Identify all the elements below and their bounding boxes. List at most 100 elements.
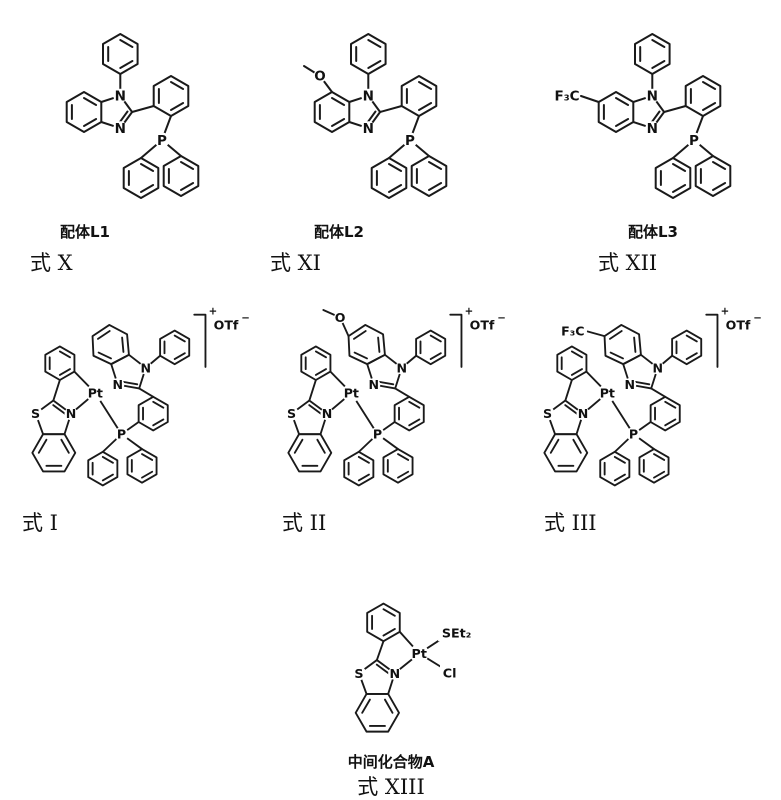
- label-mask: [438, 623, 482, 642]
- atom-label-n: N: [647, 89, 658, 105]
- label-mask: [320, 407, 334, 421]
- atom-label-p: P: [405, 133, 415, 149]
- phenyl-ring: [300, 345, 332, 381]
- charge-plus: +: [465, 306, 474, 318]
- label-mask: [686, 132, 702, 148]
- phenyl-ring: [382, 448, 414, 484]
- atom-label-n: N: [115, 121, 126, 137]
- label-mask: [626, 427, 641, 442]
- atom-label-n: N: [140, 360, 151, 375]
- imidazole-ring: [110, 353, 147, 390]
- phenyl-ring: [102, 33, 139, 75]
- intermediate-a: S N Pt SEt₂ Cl 中间化合物A 式 XIII: [278, 576, 504, 800]
- atom-label-n: N: [322, 406, 333, 421]
- atom-label-pt: Pt: [88, 386, 103, 401]
- structure-skeleton: F₃C N N P: [552, 33, 732, 199]
- atom-label-cl: Cl: [443, 665, 457, 680]
- label-mask: [598, 383, 617, 403]
- phenyl-ring: [87, 450, 119, 487]
- phenyl-ring: [343, 450, 375, 487]
- label-mask: [552, 88, 580, 103]
- benzo-ring: [597, 91, 635, 133]
- ligand-l1: N N P 配体L1 式 X: [4, 4, 236, 276]
- label-mask: [284, 406, 299, 421]
- charge-plus: +: [721, 306, 730, 318]
- phenylene-ring: [393, 395, 425, 432]
- atom-label-n: N: [624, 377, 635, 392]
- label-mask: [651, 361, 665, 375]
- formula-label: 式 II: [282, 511, 327, 535]
- phenyl-ring: [634, 33, 671, 75]
- formula-label: 式 X: [30, 251, 73, 275]
- benzo-ring: [354, 693, 400, 733]
- phenylene-ring: [400, 75, 438, 117]
- counterion-otf: OTf: [470, 318, 495, 333]
- phenylene-ring: [152, 75, 190, 117]
- phenyl-ring: [350, 33, 387, 75]
- benzo-ring: [65, 91, 103, 133]
- atom-label-n: N: [112, 377, 123, 392]
- formula-label: 式 III: [544, 511, 597, 535]
- phenyl-ring: [366, 602, 401, 643]
- ligand-l3: F₃C N N P 配体L3 式 XII: [520, 4, 772, 276]
- label-mask: [645, 88, 660, 103]
- atom-label-s: S: [543, 406, 552, 421]
- label-mask: [367, 378, 381, 392]
- phenyl-ring: [159, 329, 191, 366]
- label-mask: [361, 121, 376, 136]
- atom-label-p: P: [629, 427, 638, 442]
- structure-skeleton: S N Pt SEt₂ Cl: [351, 602, 482, 733]
- phenyl-ring: [162, 155, 200, 197]
- structure-skeleton: S N Pt N N P + OTf −: [28, 306, 250, 487]
- atom-label-s: S: [31, 406, 40, 421]
- structure-skeleton: F₃C S N Pt N N P + OTf −: [540, 306, 762, 487]
- charge-bracket: [705, 313, 719, 368]
- atom-label-p: P: [157, 133, 167, 149]
- atom-label-p: P: [689, 133, 699, 149]
- charge-bracket: [449, 313, 463, 368]
- complex-i-structure-drawing: S N Pt N N P + OTf −: [28, 306, 250, 487]
- label-mask: [370, 427, 385, 442]
- phenyl-ring: [122, 157, 160, 199]
- benzo-ring: [543, 433, 589, 473]
- label-mask: [409, 644, 429, 663]
- complex-ii-structure-drawing: O S N Pt N N P + OTf −: [284, 306, 506, 487]
- phenyl-ring: [654, 157, 692, 199]
- atom-label-n: N: [115, 89, 126, 105]
- charge-minus: −: [241, 312, 250, 324]
- label-mask: [313, 69, 327, 83]
- benzo-ring: [313, 91, 351, 133]
- complex-iii: F₃C S N Pt N N P + OTf − 式 III: [514, 296, 766, 536]
- label-mask: [623, 378, 637, 392]
- benzo-ring: [603, 324, 642, 366]
- atom-label-s: S: [354, 666, 363, 681]
- intermediate-name-label: 中间化合物A: [347, 753, 435, 771]
- charge-minus: −: [753, 312, 762, 324]
- phenyl-ring: [694, 155, 732, 197]
- atom-label-set2: SEt₂: [442, 625, 471, 640]
- label-mask: [114, 427, 129, 442]
- benzo-ring: [287, 433, 333, 473]
- atom-label-n: N: [363, 89, 374, 105]
- atom-label-cf3: F₃C: [554, 89, 579, 105]
- structure-skeleton: N N P: [65, 33, 200, 199]
- ligand-name-label: 配体L1: [60, 223, 110, 241]
- label-mask: [645, 121, 660, 136]
- label-mask: [395, 361, 409, 375]
- label-mask: [361, 88, 376, 103]
- counterion-otf: OTf: [214, 318, 239, 333]
- phenyl-ring: [415, 329, 447, 366]
- atom-label-pt: Pt: [344, 386, 359, 401]
- label-mask: [342, 383, 361, 403]
- complex-iii-structure-drawing: F₃C S N Pt N N P + OTf −: [540, 306, 762, 487]
- phenyl-ring: [44, 345, 76, 381]
- ligand-name-label: 配体L2: [314, 223, 364, 241]
- atom-label-n: N: [578, 406, 589, 421]
- charge-bracket: [193, 313, 207, 368]
- charge-minus: −: [497, 312, 506, 324]
- label-mask: [113, 121, 128, 136]
- atom-label-n: N: [66, 406, 77, 421]
- label-mask: [351, 666, 367, 681]
- label-mask: [540, 406, 555, 421]
